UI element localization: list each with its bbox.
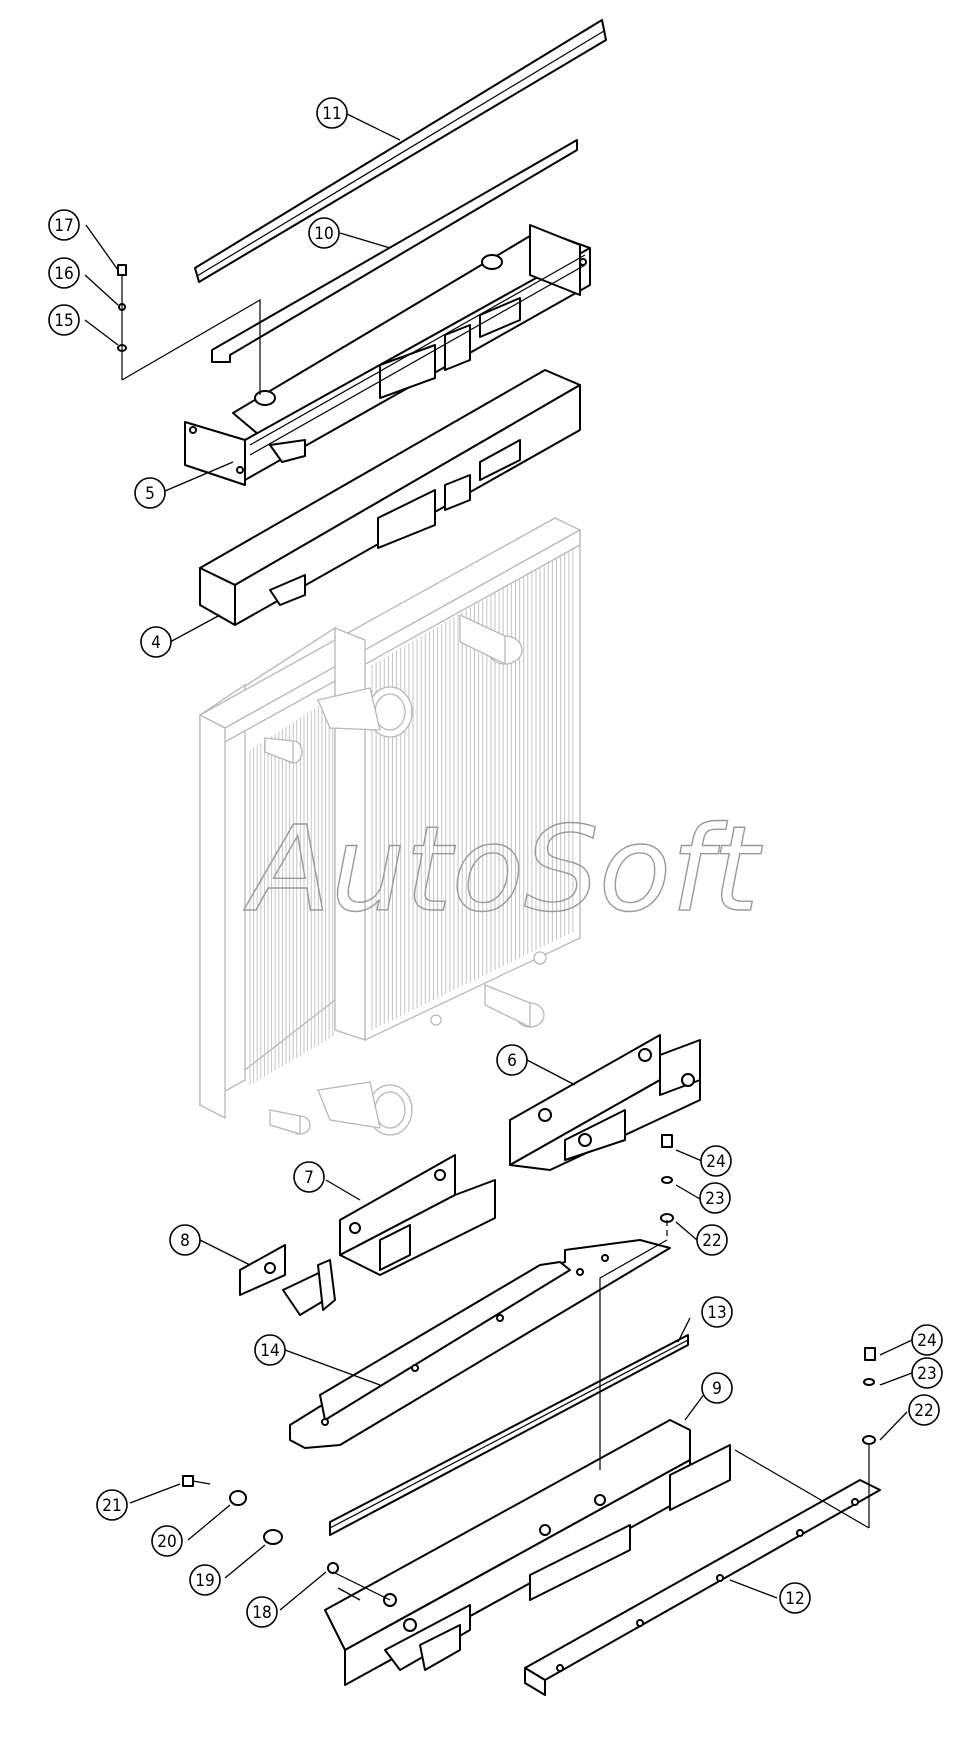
svg-text:23: 23	[917, 1364, 936, 1384]
svg-text:24: 24	[917, 1331, 936, 1351]
svg-text:14: 14	[260, 1341, 279, 1361]
svg-text:4: 4	[151, 633, 161, 653]
svg-text:8: 8	[180, 1231, 190, 1251]
callout-10: 10	[308, 217, 340, 249]
radiator-core	[198, 517, 582, 1136]
part-14-mounting-plate	[289, 1239, 671, 1449]
callout-6: 6	[496, 1044, 528, 1076]
svg-text:21: 21	[102, 1496, 121, 1516]
assembly-dashed-lines	[121, 275, 870, 1601]
part-6-bracket	[509, 1034, 701, 1171]
callout-15: 15	[48, 304, 80, 336]
watermark-text: AutoSoft	[243, 800, 763, 938]
callout-7: 7	[293, 1161, 325, 1193]
svg-text:20: 20	[157, 1532, 176, 1552]
fasteners	[117, 264, 876, 1574]
part-4-channel	[199, 369, 581, 626]
part-8-clip	[239, 1244, 336, 1316]
svg-text:19: 19	[195, 1571, 214, 1591]
svg-text:11: 11	[322, 104, 341, 124]
callout-17: 17	[48, 209, 80, 241]
callout-24a: 24	[700, 1145, 732, 1177]
svg-text:5: 5	[145, 484, 155, 504]
part-5-upper-frame	[184, 224, 591, 486]
svg-text:17: 17	[54, 216, 73, 236]
callout-5: 5	[134, 477, 166, 509]
svg-text:9: 9	[712, 1379, 722, 1399]
leader-lines	[84, 113, 913, 1611]
svg-text:15: 15	[54, 311, 73, 331]
svg-text:13: 13	[707, 1303, 726, 1323]
callout-8: 8	[169, 1224, 201, 1256]
callout-18: 18	[246, 1596, 278, 1628]
callout-21: 21	[96, 1489, 128, 1521]
callout-4: 4	[140, 626, 172, 658]
part-12-bar	[524, 1479, 881, 1696]
callout-16: 16	[48, 257, 80, 289]
svg-text:22: 22	[702, 1231, 721, 1251]
callout-9: 9	[701, 1372, 733, 1404]
callout-13: 13	[701, 1296, 733, 1328]
callout-20: 20	[151, 1525, 183, 1557]
svg-text:18: 18	[252, 1603, 271, 1623]
callout-24b: 24	[911, 1324, 943, 1356]
svg-text:7: 7	[304, 1168, 314, 1188]
callout-22a: 22	[696, 1224, 728, 1256]
part-7-bracket	[339, 1154, 496, 1276]
callout-23a: 23	[699, 1182, 731, 1214]
callout-11: 11	[316, 97, 348, 129]
callout-22b: 22	[908, 1394, 940, 1426]
svg-text:6: 6	[507, 1051, 517, 1071]
part-11-top-strip	[194, 19, 607, 283]
svg-text:16: 16	[54, 264, 73, 284]
part-13-rail	[329, 1334, 689, 1536]
part-10-angle-strip	[211, 139, 578, 363]
part-9-base-channel	[324, 1419, 731, 1686]
svg-text:23: 23	[705, 1189, 724, 1209]
svg-text:24: 24	[706, 1152, 725, 1172]
svg-text:10: 10	[314, 224, 333, 244]
callout-12: 12	[779, 1582, 811, 1614]
svg-text:22: 22	[914, 1401, 933, 1421]
callout-23b: 23	[911, 1357, 943, 1389]
callout-19: 19	[189, 1564, 221, 1596]
callout-14: 14	[254, 1334, 286, 1366]
svg-text:12: 12	[785, 1589, 804, 1609]
